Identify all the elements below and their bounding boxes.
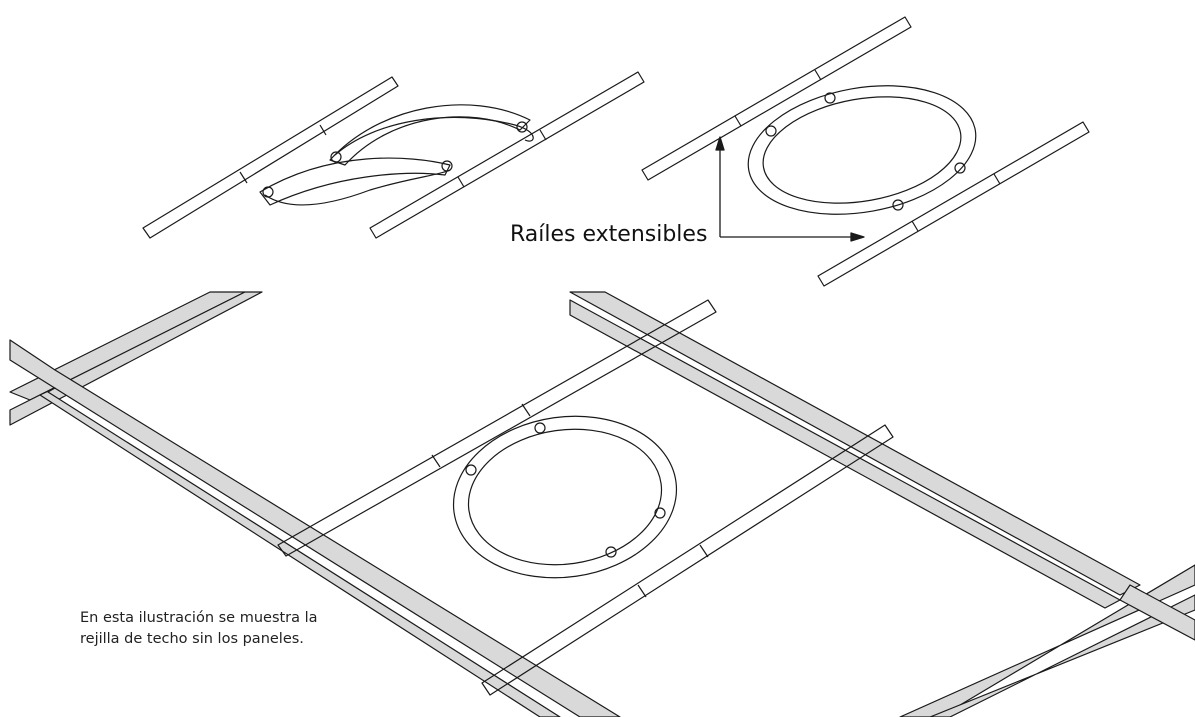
ring-installed-inner <box>467 428 663 566</box>
caption-line-1: En esta ilustración se muestra la <box>80 610 318 626</box>
ceiling-grid <box>9 291 1195 717</box>
arrow-head-right-icon <box>850 232 865 242</box>
ring-half-lower <box>259 157 451 206</box>
ring-installed-outer <box>452 415 678 579</box>
grid-runner-upper-right-b <box>569 299 1121 609</box>
arrow-head-up-icon <box>715 136 725 151</box>
rails-callout-label: Raíles extensibles <box>510 222 708 247</box>
ring-collapsed-assembly <box>142 71 645 239</box>
callout-arrows <box>715 136 865 242</box>
rail-upper-left-b <box>369 71 645 239</box>
ring-half-upper <box>329 104 531 166</box>
rail-upper-left-a <box>142 76 399 239</box>
ring-open-inner <box>762 96 962 204</box>
rail-upper-right-b <box>817 121 1090 287</box>
rail-upper-right-a <box>641 16 912 181</box>
grid-runner-lower-right-b <box>929 594 1195 717</box>
grid-runner-upper-left <box>9 291 246 401</box>
ring-open-assembly <box>641 16 1090 287</box>
rail-installed-a <box>277 299 717 557</box>
ring-open-outer <box>747 85 977 215</box>
grid-runner-far-right <box>1119 584 1195 641</box>
grid-cross-left <box>9 339 621 717</box>
illustration-caption: En esta ilustración se muestra la rejill… <box>80 608 400 650</box>
grid-runner-lower-right <box>899 564 1195 717</box>
ring-outer-lower <box>264 169 451 206</box>
grid-runner-upper-left-b <box>9 291 263 426</box>
ring-outer-upper <box>334 116 534 156</box>
ring-installed-assembly <box>277 299 894 696</box>
grid-cross-left-b <box>39 387 561 717</box>
caption-line-2: rejilla de techo sin los paneles. <box>80 631 304 647</box>
rail-installed-b <box>481 424 894 696</box>
